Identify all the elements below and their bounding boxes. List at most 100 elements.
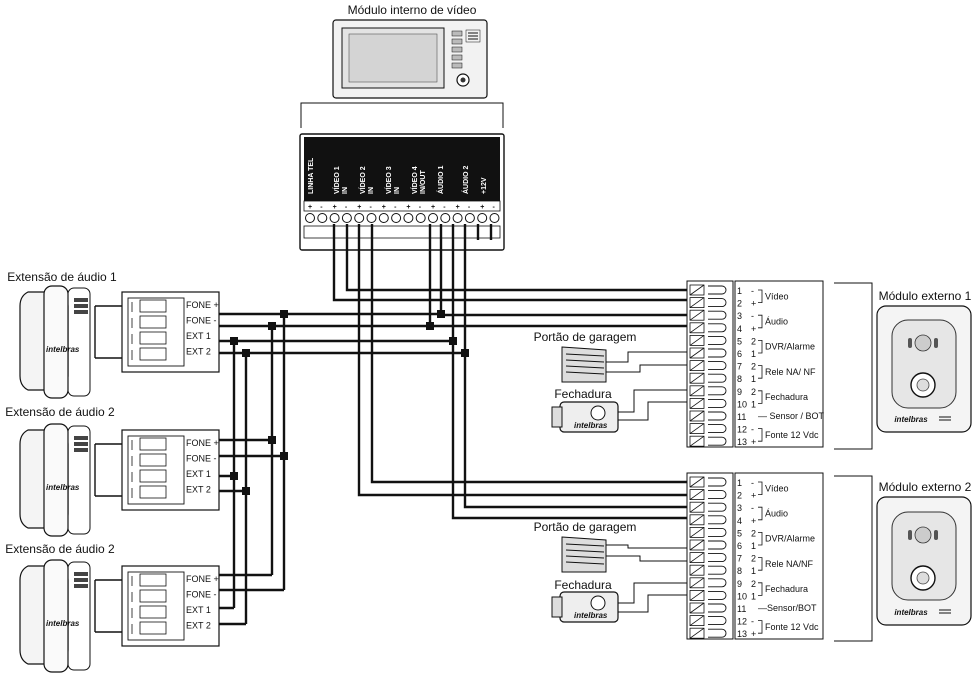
terminal-polarity: 1 <box>751 591 756 601</box>
terminal-screw <box>708 323 727 333</box>
terminal-number: 11 <box>737 412 746 422</box>
extension-terminal-label: EXT 2 <box>186 485 211 495</box>
terminal-screw <box>708 298 727 308</box>
extension-terminal-label: FONE + <box>186 300 219 310</box>
terminal-screw <box>452 213 463 223</box>
terminal-screw <box>440 213 451 223</box>
terminal-function: Rele NA/ NF <box>765 367 816 377</box>
terminal-number: 1 <box>737 478 742 488</box>
terminal-screw <box>329 213 340 223</box>
lock-1-label: Fechadura <box>554 387 612 401</box>
internal-terminal-label: VÍDEO 4 <box>410 166 419 194</box>
extension-2-title: Extensão de áudio 2 <box>5 405 115 419</box>
pin-polarity: - <box>345 204 348 211</box>
pin-polarity: + <box>480 204 484 211</box>
terminal-screw <box>341 213 352 223</box>
terminal-screw <box>708 515 727 525</box>
internal-terminal-label: IN <box>342 187 349 194</box>
terminal-polarity: 2 <box>751 528 756 538</box>
terminal-polarity: 2 <box>751 387 756 397</box>
internal-terminal-label: VÍDEO 2 <box>358 166 367 194</box>
terminal-screw <box>464 213 475 223</box>
pin-polarity: + <box>333 204 337 211</box>
pin-polarity: + <box>357 204 361 211</box>
extension-terminal-label: EXT 1 <box>186 605 211 615</box>
terminal-screw <box>708 565 727 575</box>
wiring <box>198 224 688 626</box>
external-module-2: intelbras <box>876 496 972 626</box>
terminal-polarity: + <box>751 491 756 501</box>
garage-gate-2 <box>561 536 607 573</box>
extension-terminal-label: EXT 1 <box>186 331 211 341</box>
terminal-screw <box>708 590 727 600</box>
internal-module-title: Módulo interno de vídeo <box>348 3 477 17</box>
terminal-function: Rele NA/NF <box>765 559 814 569</box>
terminal-polarity: 1 <box>751 349 756 359</box>
terminal-screw <box>489 213 500 223</box>
terminal-screw <box>708 373 727 383</box>
extension-terminal-label: FONE + <box>186 438 219 448</box>
lock-2-label: Fechadura <box>554 578 612 592</box>
internal-terminal-label: LINHA TEL <box>308 157 315 194</box>
terminal-number: 9 <box>737 579 742 589</box>
terminal-number: 2 <box>737 491 742 501</box>
external-module-1: intelbras <box>876 305 972 433</box>
terminal-screw <box>708 285 727 295</box>
internal-terminal-label: VÍDEO 1 <box>332 166 341 194</box>
extension-terminal-label: FONE - <box>186 316 217 326</box>
brand-logo-2: intelbras <box>894 608 928 617</box>
garage-gate-2-label: Portão de garagem <box>534 520 637 534</box>
terminal-number: 7 <box>737 362 742 372</box>
terminal-number: 4 <box>737 516 742 526</box>
extension-brand: intelbras <box>46 483 80 492</box>
terminal-screw <box>708 553 727 563</box>
terminal-number: 8 <box>737 374 742 384</box>
terminal-screw <box>354 213 365 223</box>
terminal-screw <box>415 213 426 223</box>
terminal-polarity: 2 <box>751 554 756 564</box>
terminal-number: 12 <box>737 617 747 627</box>
internal-terminal-label: IN/OUT <box>420 170 427 194</box>
terminal-screw <box>305 213 315 223</box>
lock-2: intelbras <box>551 591 619 623</box>
extension-brand: intelbras <box>46 619 80 628</box>
terminal-function: DVR/Alarme <box>765 534 815 544</box>
terminal-function: Fonte 12 Vdc <box>765 622 819 632</box>
terminal-polarity: 2 <box>751 336 756 346</box>
pin-polarity: - <box>443 204 446 211</box>
terminal-number: 10 <box>737 591 747 601</box>
internal-terminal-label: ÁUDIO 2 <box>461 166 470 195</box>
terminal-screw <box>708 386 727 396</box>
terminal-screw <box>708 616 727 626</box>
terminal-number: 6 <box>737 349 742 359</box>
internal-terminal-label: ÁUDIO 1 <box>436 166 445 195</box>
terminal-screw <box>708 603 727 613</box>
terminal-screw <box>708 424 727 434</box>
terminal-screw <box>708 540 727 550</box>
external-bracket-1 <box>834 282 873 450</box>
terminal-screw <box>366 213 377 223</box>
external-bracket-2 <box>834 475 873 642</box>
terminal-number: 5 <box>737 336 742 346</box>
internal-terminal-label: IN <box>394 187 401 194</box>
pin-polarity: + <box>382 204 386 211</box>
terminal-polarity: - <box>751 478 754 488</box>
extension-terminal-label: EXT 1 <box>186 469 211 479</box>
terminal-screw <box>708 578 727 588</box>
internal-terminal-label: IN <box>368 187 375 194</box>
pin-polarity: + <box>308 204 312 211</box>
terminal-function: DVR/Alarme <box>765 342 815 352</box>
external-module-2-title: Módulo externo 2 <box>879 480 972 494</box>
lock-2-brand: intelbras <box>574 611 608 620</box>
terminal-polarity: - <box>751 617 754 627</box>
terminal-screw <box>708 502 727 512</box>
terminal-polarity: 1 <box>751 399 756 409</box>
terminal-screw <box>708 628 727 638</box>
terminal-number: 13 <box>737 629 747 639</box>
terminal-screw <box>708 361 727 371</box>
